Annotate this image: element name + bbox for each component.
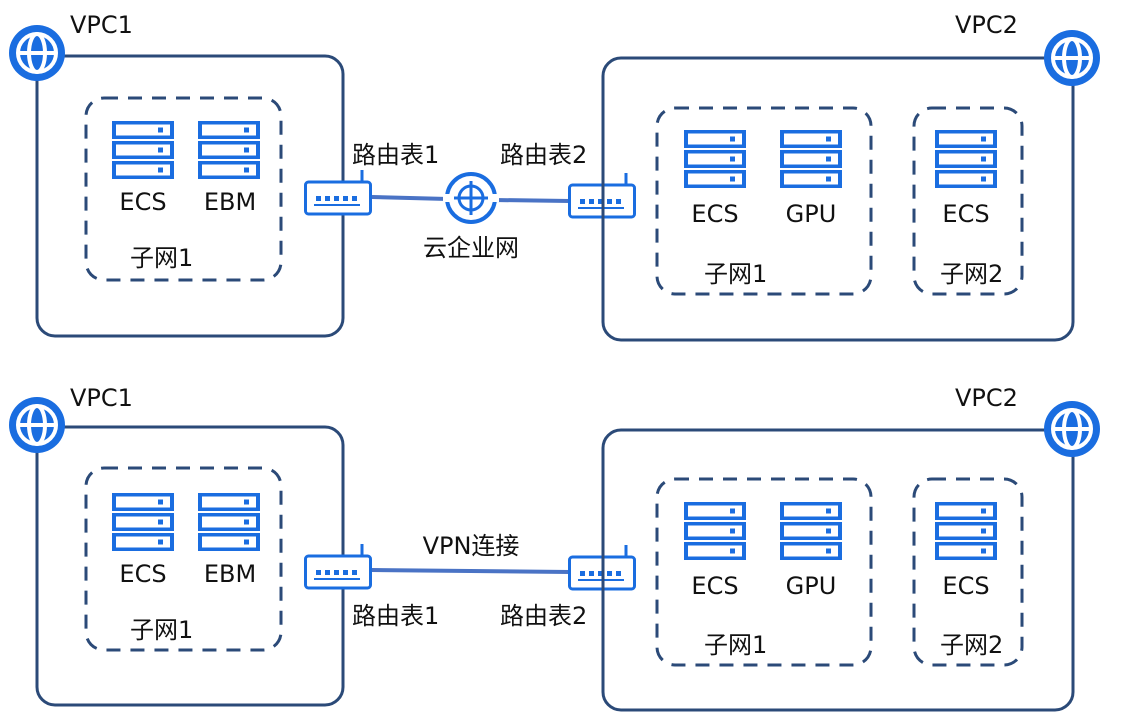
bottom-vpc2-label: VPC2 — [955, 384, 1018, 412]
globe-icon — [1042, 399, 1102, 459]
bottom-route-table-left: 路由表1 — [352, 602, 439, 630]
bottom-vpc2-subnet2-box — [912, 477, 1024, 667]
router-icon — [304, 542, 372, 590]
bottom-vpc1-subnet-box — [84, 466, 283, 652]
bottom-vpc1-server-ecs-label: ECS — [119, 560, 166, 588]
top-vpc2-label: VPC2 — [955, 11, 1018, 39]
server-icon — [684, 502, 746, 560]
top-vpc2-subnet2-label: 子网2 — [940, 260, 1003, 288]
server-icon — [780, 502, 842, 560]
server-icon — [935, 130, 997, 188]
bottom-vpc1-label: VPC1 — [70, 384, 133, 412]
top-vpc1-server-ecs-label: ECS — [119, 188, 166, 216]
server-icon — [684, 130, 746, 188]
top-link-right — [493, 198, 571, 203]
bottom-route-table-right: 路由表2 — [500, 602, 587, 630]
top-vpc2-subnet2-server-ecs-label: ECS — [942, 200, 989, 228]
top-vpc1-server-ebm-label: EBM — [204, 188, 256, 216]
server-icon — [935, 502, 997, 560]
top-route-table-right: 路由表2 — [500, 141, 587, 169]
bottom-diagram: VPC1 ECS EBM 子网1 路由表1 路由表2 VPN连接 VPC2 EC… — [7, 384, 1102, 712]
server-icon — [198, 493, 260, 551]
top-diagram: VPC1 ECS EBM 子网1 路由表1 路由表2 云企业网 VPC2 — [7, 11, 1102, 342]
server-icon — [112, 493, 174, 551]
bottom-vpc2-server-ecs-label: ECS — [691, 572, 738, 600]
top-vpc2-box — [601, 56, 1075, 342]
server-icon — [198, 121, 260, 179]
top-vpc2-server-gpu-label: GPU — [786, 200, 837, 228]
bottom-vpc2-subnet2-server-ecs-label: ECS — [942, 572, 989, 600]
bottom-vpc1-subnet-label: 子网1 — [130, 616, 193, 644]
top-link-left — [371, 195, 449, 201]
top-connector-label: 云企业网 — [423, 234, 519, 262]
bottom-vpc2-server-gpu-label: GPU — [786, 572, 837, 600]
top-vpc2-subnet1-label: 子网1 — [704, 260, 767, 288]
bottom-vpc2-box — [601, 428, 1075, 712]
top-vpc2-subnet2-box — [912, 106, 1024, 296]
bottom-link — [371, 568, 571, 574]
top-vpc1-subnet-label: 子网1 — [130, 244, 193, 272]
bottom-vpc1-server-ebm-label: EBM — [204, 560, 256, 588]
server-icon — [112, 121, 174, 179]
bottom-vpc2-subnet2-label: 子网2 — [940, 631, 1003, 659]
globe-icon — [7, 23, 67, 83]
bottom-vpc2-subnet1-label: 子网1 — [704, 631, 767, 659]
top-vpc1-subnet-box — [84, 96, 283, 282]
server-icon — [780, 130, 842, 188]
top-route-table-left: 路由表1 — [352, 141, 439, 169]
router-icon — [304, 168, 372, 216]
globe-icon — [7, 395, 67, 455]
top-vpc1-label: VPC1 — [70, 11, 133, 39]
cloud-enterprise-network-icon — [443, 172, 499, 224]
top-vpc2-server-ecs-label: ECS — [691, 200, 738, 228]
bottom-connector-label: VPN连接 — [423, 532, 520, 560]
globe-icon — [1042, 28, 1102, 88]
